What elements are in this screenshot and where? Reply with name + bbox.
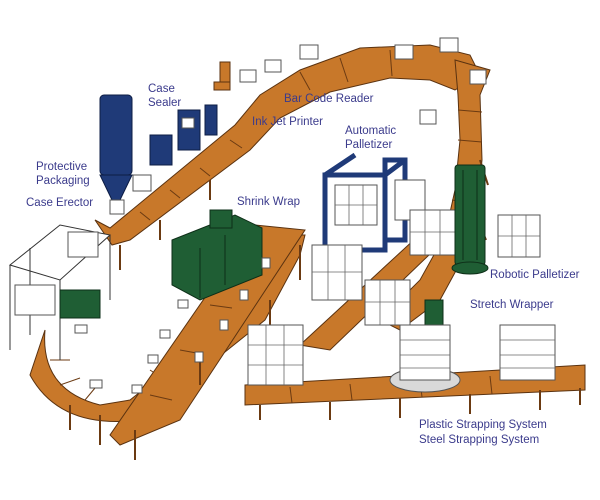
- case-erector-machine: [8, 224, 112, 360]
- case-sealer-machine: [132, 104, 218, 192]
- ink-jet-printer-device: [213, 61, 231, 91]
- label-case-sealer: Case Sealer: [148, 83, 182, 109]
- robotic-palletizer-machine: [451, 164, 541, 275]
- shrink-wrap-machine: [171, 209, 263, 301]
- label-protective-packaging: Protective Packaging: [36, 161, 90, 187]
- shrink-wrapped-bundles: [74, 257, 271, 394]
- protective-packaging-machine: [99, 94, 133, 215]
- label-bar-code-reader: Bar Code Reader: [284, 93, 374, 105]
- label-ink-jet-printer: Ink Jet Printer: [252, 116, 323, 128]
- label-stretch-wrapper: Stretch Wrapper: [470, 299, 554, 311]
- palletizer-stacks: [311, 209, 456, 326]
- label-shrink-wrap: Shrink Wrap: [237, 196, 301, 208]
- label-robotic-palletizer: Robotic Palletizer: [490, 269, 580, 281]
- label-steel-strapping: Steel Strapping System: [419, 434, 540, 446]
- label-plastic-strapping: Plastic Strapping System: [419, 419, 547, 431]
- label-automatic-palletizer: Automatic Palletizer: [345, 125, 397, 151]
- label-case-erector: Case Erector: [26, 197, 94, 209]
- stretch-wrapper-machine: [389, 299, 461, 393]
- strapped-pallets: [247, 324, 556, 386]
